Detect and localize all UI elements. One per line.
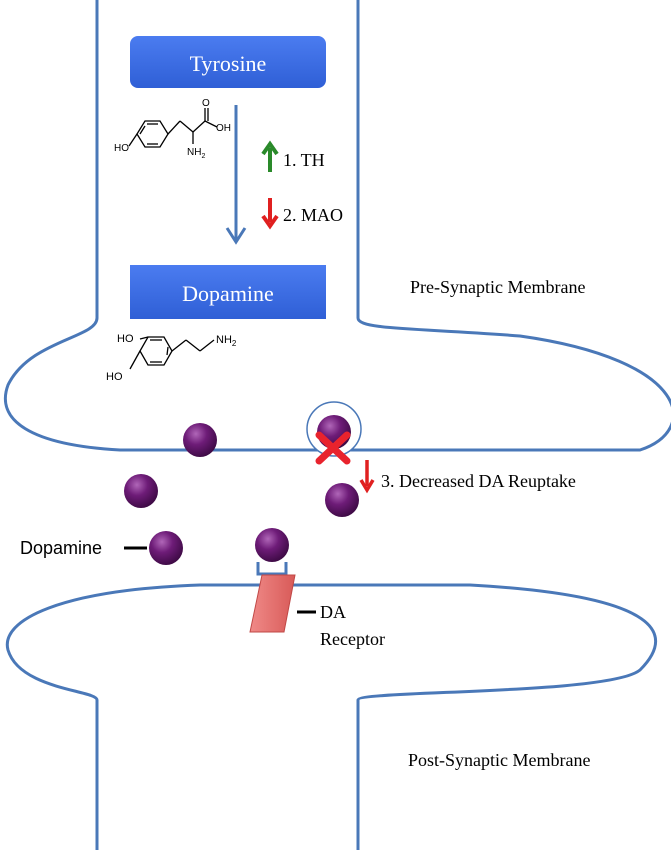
dopamine-label: Dopamine — [20, 538, 102, 558]
mao-label: 2. MAO — [283, 205, 343, 225]
dopamine-molecule — [149, 531, 183, 565]
dopamine-ho-top-text: HO — [117, 333, 134, 345]
dopamine-structure — [129, 336, 215, 370]
mao-down-arrow — [261, 198, 279, 230]
reuptake-down-arrow — [359, 460, 375, 494]
th-label: 1. TH — [283, 150, 325, 170]
th-up-arrow — [261, 140, 279, 172]
dopamine-ho-bottom-text: HO — [106, 371, 123, 383]
receptor-body — [249, 574, 296, 633]
tyrosine-box-label: Tyrosine — [190, 51, 267, 76]
dopamine-box: Dopamine — [130, 265, 326, 319]
dopamine-molecule — [183, 423, 217, 457]
tyrosine-box: Tyrosine — [130, 36, 326, 88]
reuptake-label: 3. Decreased DA Reuptake — [381, 471, 576, 491]
dopamine-molecule — [255, 528, 289, 562]
pre-synaptic-label: Pre-Synaptic Membrane — [410, 277, 585, 297]
tyrosine-ho-text: HO — [114, 143, 129, 154]
post-synaptic-label: Post-Synaptic Membrane — [408, 750, 590, 770]
pre-synaptic-membrane — [3, 0, 671, 452]
dopamine-molecule — [124, 474, 158, 508]
synthesis-arrow — [225, 105, 247, 245]
receptor-label-line2: Receptor — [320, 629, 385, 649]
dopamine-nh2-text: NH2 — [216, 334, 237, 348]
tyrosine-o-text: O — [202, 98, 210, 109]
tyrosine-oh-text: OH — [216, 123, 231, 134]
post-synaptic-membrane — [5, 583, 658, 850]
tyrosine-structure — [128, 108, 218, 148]
receptor-binding-cup — [256, 562, 288, 576]
receptor-label-line1: DA — [320, 602, 346, 622]
reuptake-block-x-icon — [315, 431, 351, 465]
da-receptor — [249, 562, 296, 633]
tyrosine-nh2-text: NH2 — [187, 147, 205, 160]
dopamine-box-label: Dopamine — [182, 281, 274, 306]
dopamine-molecule — [325, 483, 359, 517]
